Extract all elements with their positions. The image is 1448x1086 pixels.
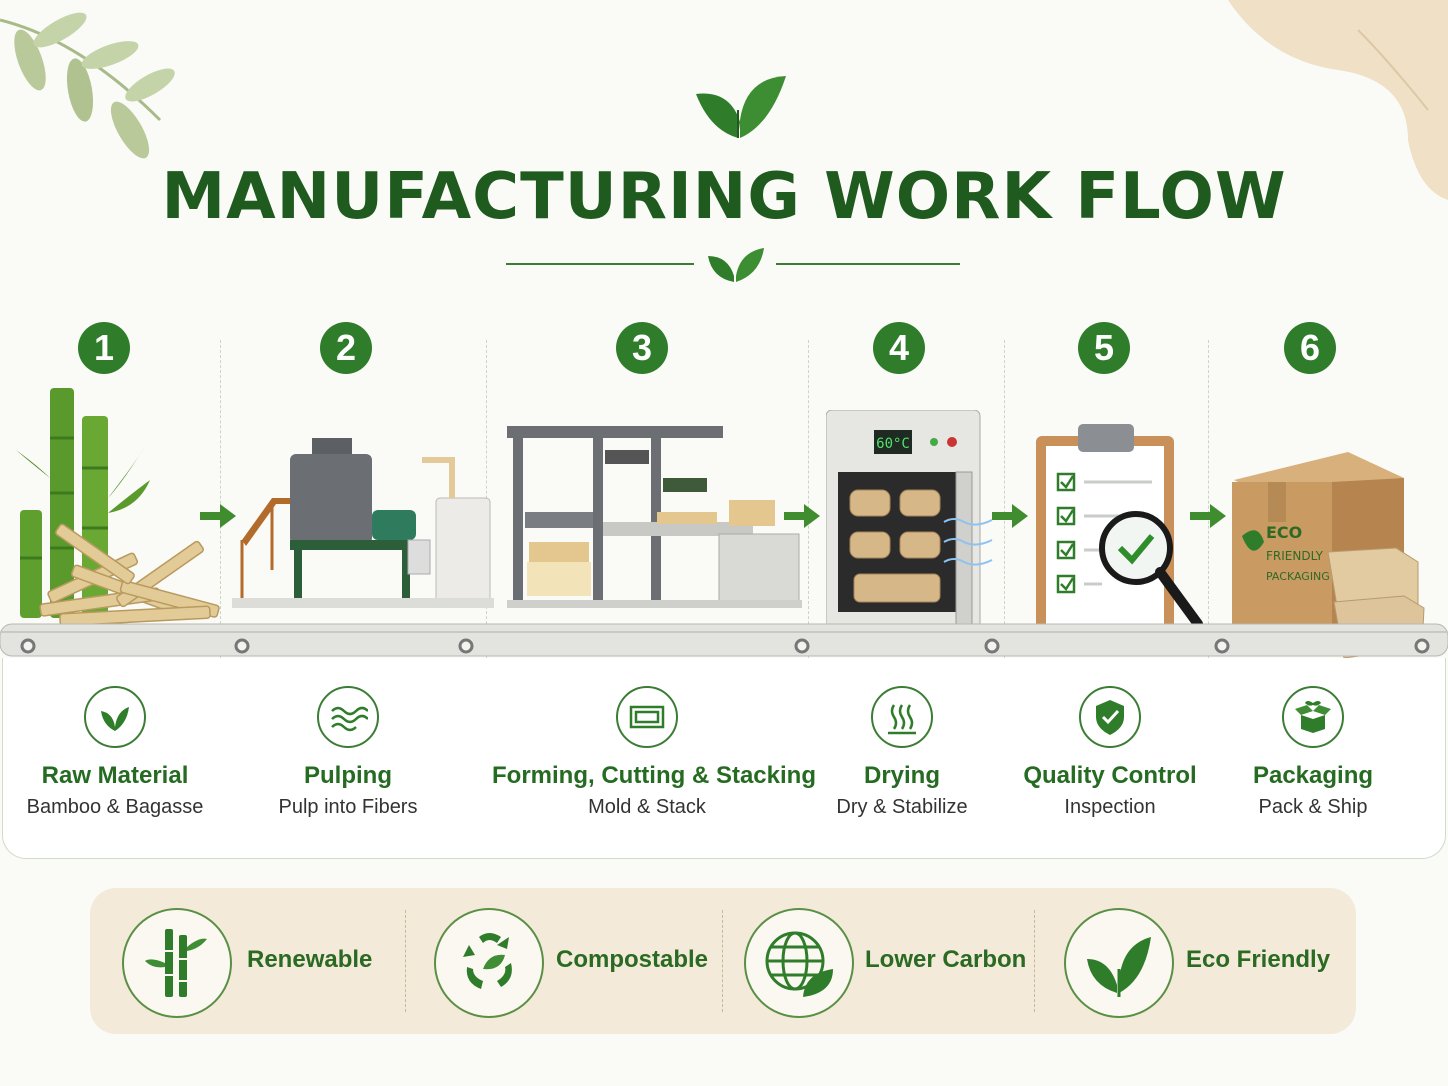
benefit-separator (1034, 910, 1035, 1012)
flow-arrow-right-icon (992, 504, 1028, 528)
step-title: Pulping (304, 762, 392, 789)
step-packaging: Packaging Pack & Ship (1216, 686, 1410, 819)
step-number-5: 5 (1078, 322, 1130, 374)
step-separator (1208, 340, 1209, 845)
decorative-beige-corner (1228, 0, 1448, 200)
benefit-label: Eco Friendly (1186, 946, 1331, 973)
step-separator (220, 340, 221, 845)
box-label-friendly: FRIENDLY (1266, 549, 1324, 563)
recycle-icon (434, 908, 544, 1018)
title-divider (506, 248, 960, 282)
benefit-label: Lower Carbon (865, 946, 1027, 973)
leaf-sprout-icon (84, 686, 146, 748)
page-title: MANUFACTURING WORK FLOW (161, 160, 1287, 234)
benefits-strip: Renewable Compostable Lower Carbon Eco F… (90, 888, 1356, 1034)
step-subtitle: Bamboo & Bagasse (26, 796, 204, 818)
flow-arrow-right-icon (200, 504, 236, 528)
step-number-1: 1 (78, 322, 130, 374)
step-number-2: 2 (320, 322, 372, 374)
step-subtitle: Inspection (1064, 796, 1156, 818)
heat-steam-icon (871, 686, 933, 748)
open-box-icon (1282, 686, 1344, 748)
step-title: Raw Material (41, 762, 189, 789)
box-label-eco: ECO (1266, 523, 1302, 542)
title-leaf-icon (696, 76, 786, 138)
step-raw-material: Raw Material Bamboo & Bagasse (10, 686, 220, 819)
globe-leaf-icon (744, 908, 854, 1018)
clipboard-checklist-illustration (1036, 424, 1203, 636)
flow-arrow-right-icon (1190, 504, 1226, 528)
benefit-separator (722, 910, 723, 1012)
step-title: Drying (863, 762, 940, 789)
step-separator (1004, 340, 1005, 845)
shield-check-icon (1079, 686, 1141, 748)
step-title: Quality Control (1023, 762, 1197, 789)
bamboo-pile-illustration (16, 388, 220, 627)
step-number-3: 3 (616, 322, 668, 374)
step-forming: Forming, Cutting & Stacking Mold & Stack (492, 686, 816, 819)
conveyor-belt (0, 623, 1448, 657)
step-quality-control: Quality Control Inspection (1010, 686, 1210, 819)
benefit-label: Compostable (556, 946, 709, 973)
step-subtitle: Pack & Ship (1258, 796, 1368, 818)
bamboo-icon (122, 908, 232, 1018)
pulping-machine-illustration (232, 438, 494, 608)
step-subtitle: Mold & Stack (588, 796, 706, 818)
step-subtitle: Pulp into Fibers (278, 796, 418, 818)
benefit-label: Renewable (247, 946, 373, 973)
step-title: Packaging (1252, 762, 1374, 789)
leaf-icon (1064, 908, 1174, 1018)
step-subtitle: Dry & Stabilize (836, 796, 968, 818)
forming-machine-illustration (507, 426, 802, 608)
oven-display: 60°C (876, 436, 910, 452)
step-number-4: 4 (873, 322, 925, 374)
steps-info-card (2, 658, 1446, 859)
decorative-leaves (0, 12, 175, 159)
mold-tray-icon (616, 686, 678, 748)
drying-oven-illustration: 60°C (826, 410, 993, 635)
step-drying: Drying Dry & Stabilize (812, 686, 992, 819)
flow-arrow-right-icon (784, 504, 820, 528)
step-title: Forming, Cutting & Stacking (492, 762, 816, 789)
step-number-6: 6 (1284, 322, 1336, 374)
benefit-separator (405, 910, 406, 1012)
step-separator (808, 340, 809, 845)
box-label-packaging: PACKAGING (1266, 570, 1330, 583)
step-pulping: Pulping Pulp into Fibers (238, 686, 458, 819)
wave-icon (317, 686, 379, 748)
